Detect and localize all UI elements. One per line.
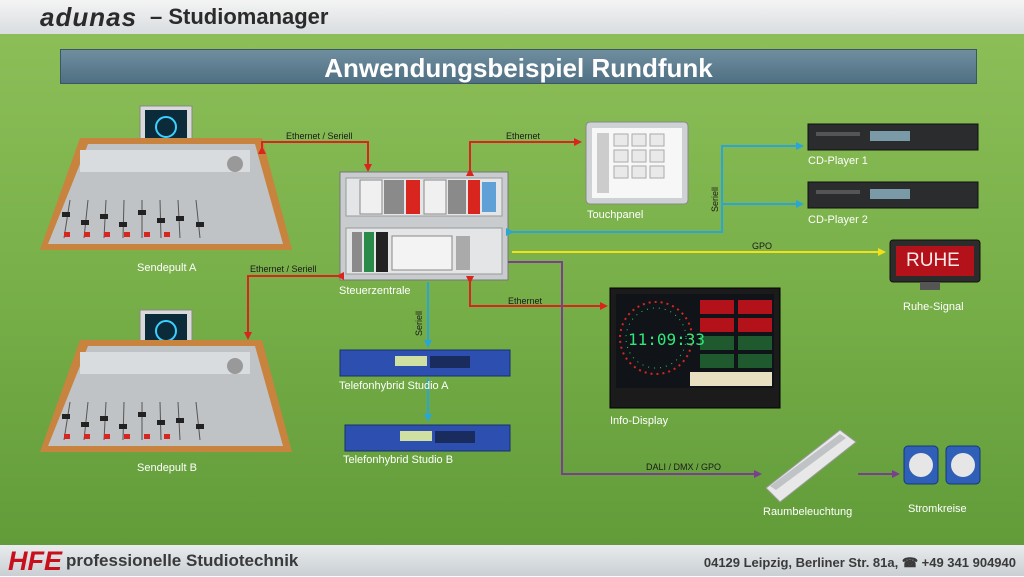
ruhe-sign-text: RUHE xyxy=(906,250,960,271)
console-b xyxy=(40,309,292,452)
label-central: Steuerzentrale xyxy=(339,285,411,297)
label-eth-serial-left: Ethernet / Seriell xyxy=(250,264,317,274)
link-eth-info xyxy=(466,276,608,310)
label-cd1: CD-Player 1 xyxy=(808,155,868,167)
brand-logo: adunas xyxy=(40,2,138,32)
power-sockets xyxy=(903,445,981,485)
link-serial-cd xyxy=(506,142,804,236)
label-hybrid-a: Telefonhybrid Studio A xyxy=(339,380,449,392)
link-eth-serial-left xyxy=(244,272,344,340)
link-eth-top xyxy=(466,138,582,176)
label-console-a: Sendepult A xyxy=(137,262,197,274)
label-console-b: Sendepult B xyxy=(137,462,197,474)
app-title: – Studiomanager xyxy=(150,4,329,29)
console-a xyxy=(40,105,292,250)
link-eth-serial-top xyxy=(258,141,372,172)
label-cd2: CD-Player 2 xyxy=(808,214,868,226)
telephone-hybrid-a xyxy=(339,349,511,377)
label-hybrid-b: Telefonhybrid Studio B xyxy=(343,454,454,466)
footer-bar: HFE professionelle Studiotechnik 04129 L… xyxy=(0,545,1024,576)
label-eth-serial-top: Ethernet / Seriell xyxy=(286,131,353,141)
page-title: Anwendungsbeispiel Rundfunk xyxy=(324,53,713,83)
cd-player-1 xyxy=(807,123,979,151)
link-dali xyxy=(508,261,762,478)
label-dali: DALI / DMX / GPO xyxy=(646,462,722,472)
ruhe-signal xyxy=(889,239,981,290)
header-bar: adunas – Studiomanager xyxy=(0,0,1024,34)
central-control xyxy=(339,171,509,281)
label-gpo: GPO xyxy=(752,241,773,251)
cd-player-2 xyxy=(807,181,979,209)
hfe-logo: HFE xyxy=(8,546,62,576)
label-info: Info-Display xyxy=(610,415,669,427)
label-eth-top: Ethernet xyxy=(506,131,541,141)
info-display xyxy=(609,287,781,409)
title-banner: Anwendungsbeispiel Rundfunk xyxy=(60,49,977,84)
footer-address: 04129 Leipzig, Berliner Str. 81a, ☎ +49 … xyxy=(703,555,1016,570)
touchpanel xyxy=(585,121,689,205)
label-serial-hybrid: Seriell xyxy=(414,310,424,336)
footer-tagline: professionelle Studiotechnik xyxy=(66,551,299,570)
telephone-hybrid-b xyxy=(344,424,511,452)
label-serial-cd: Seriell xyxy=(710,186,720,212)
label-touchpanel: Touchpanel xyxy=(587,209,644,221)
label-lighting: Raumbeleuchtung xyxy=(763,506,853,518)
label-ruhe: Ruhe-Signal xyxy=(903,301,964,313)
room-lighting xyxy=(765,429,857,503)
info-clock: 11:09:33 xyxy=(628,330,706,349)
label-power: Stromkreise xyxy=(908,503,967,515)
label-eth-info: Ethernet xyxy=(508,296,543,306)
